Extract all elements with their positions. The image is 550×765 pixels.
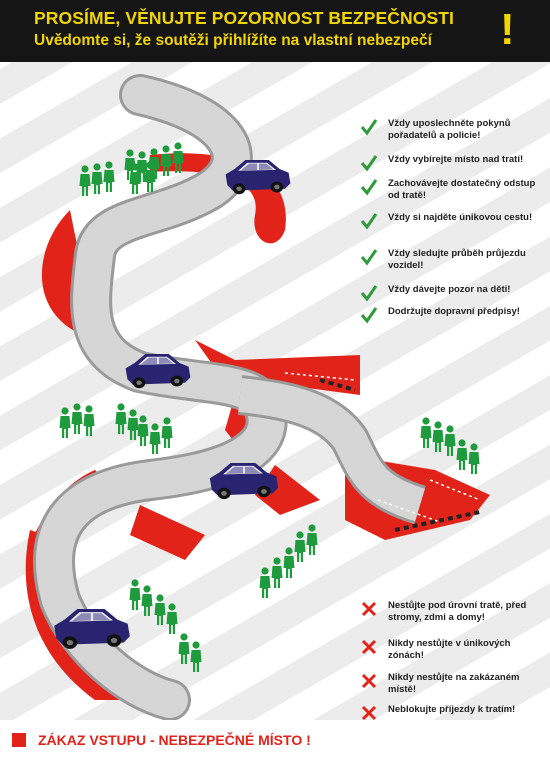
track-illustration xyxy=(0,62,550,720)
barriers xyxy=(284,372,481,532)
rule-text: Vždy dávejte pozor na děti! xyxy=(388,284,511,295)
rule-text: Neblokujte příjezdy k tratím! xyxy=(388,704,516,715)
rule-text: Vždy si najděte únikovou cestu! xyxy=(388,212,533,223)
check-icon xyxy=(360,155,378,172)
rule-text: Zachovávejte dostatečný odstup od tratě! xyxy=(388,178,536,201)
check-icon xyxy=(360,307,378,324)
rule-text: Vždy uposlechněte pokynů pořadatelů a po… xyxy=(388,118,511,141)
exclamation-icon: ! xyxy=(500,5,515,54)
header-banner: PROSÍME, VĚNUJTE POZORNOST BEZPEČNOSTI U… xyxy=(0,0,550,62)
check-icon xyxy=(360,179,378,196)
cross-icon xyxy=(361,673,377,689)
check-icon xyxy=(360,119,378,136)
footer-text: ZÁKAZ VSTUPU - NEBEZPEČNÉ MÍSTO ! xyxy=(38,732,311,748)
rule-text: Vždy sledujte průběh průjezdu vozidel! xyxy=(388,248,526,271)
red-square-icon xyxy=(12,733,26,747)
rule-text: Vždy vybírejte místo nad tratí! xyxy=(388,154,524,165)
cross-icon xyxy=(361,705,377,721)
footer-warning: ZÁKAZ VSTUPU - NEBEZPEČNÉ MÍSTO ! xyxy=(0,720,550,765)
cross-icon xyxy=(361,601,377,617)
rule-text: Nestůjte pod úrovní tratě, před stromy, … xyxy=(388,600,527,623)
cross-icon xyxy=(361,639,377,655)
check-icon xyxy=(360,249,378,266)
header-subtitle: Uvědomte si, že soutěži přihlížíte na vl… xyxy=(34,32,432,49)
rule-text: Nikdy nestůjte na zakázaném místě! xyxy=(388,672,520,695)
rule-text: Nikdy nestůjte v únikových zónách! xyxy=(388,638,511,661)
check-icon xyxy=(360,285,378,302)
check-icon xyxy=(360,213,378,230)
road xyxy=(33,74,427,720)
rule-text: Dodržujte dopravní předpisy! xyxy=(388,306,520,317)
header-title: PROSÍME, VĚNUJTE POZORNOST BEZPEČNOSTI xyxy=(34,8,454,28)
